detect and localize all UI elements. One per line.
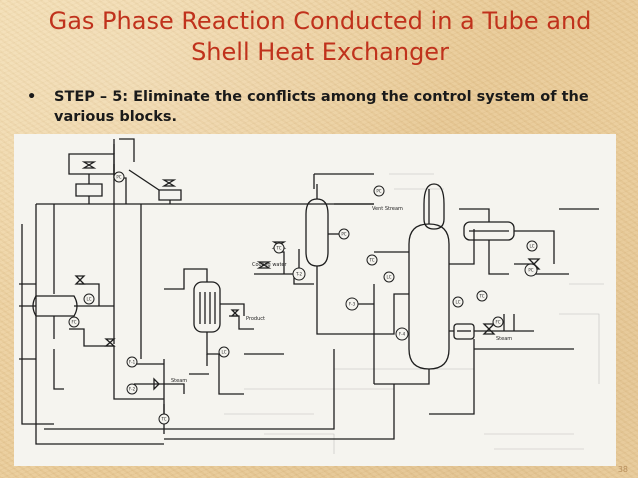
ctl-lc-left: LC	[86, 297, 91, 302]
ctl-f4: F-4	[399, 332, 406, 337]
left-vessel	[19, 275, 116, 390]
controller-labels: PC PC LC FC F-1 F-2 TC LC TC T-2 PC TC L…	[71, 175, 534, 422]
label-vent-stream: Vent Stream	[372, 206, 403, 212]
controller-pc-tower	[373, 185, 385, 197]
ctl-t2: T-2	[295, 272, 303, 277]
controller-pc-mid	[338, 228, 350, 240]
faint-background-lines	[224, 173, 604, 454]
reactor-column	[305, 173, 374, 335]
ctl-tc-right: TC	[478, 294, 484, 299]
ctl-lc-mid: LC	[221, 350, 226, 355]
ctl-f1: F-1	[129, 360, 136, 365]
controller-f2	[126, 383, 138, 395]
label-product: Product	[246, 316, 265, 322]
top-left-valves	[68, 138, 182, 204]
ctl-pc-right: PC	[528, 268, 533, 273]
controller-pc-top	[113, 171, 125, 183]
page-number: 38	[617, 465, 628, 474]
heat-exchanger	[164, 268, 254, 366]
controller-tc-mid	[273, 242, 285, 254]
ctl-pc-top: PC	[116, 175, 121, 180]
controller-lc-right	[526, 240, 538, 252]
controller-lc-bottom	[452, 296, 464, 308]
reboiler	[429, 314, 574, 415]
ctl-lc-right: LC	[529, 244, 534, 249]
ctl-f2: F-2	[129, 387, 136, 392]
bullet-text: STEP – 5: Eliminate the conflicts among …	[54, 89, 589, 125]
controller-lc-left	[83, 293, 95, 305]
controller-fc-right	[492, 316, 504, 328]
condenser	[459, 208, 599, 275]
controller-fc-left	[68, 316, 80, 328]
diagram-svg: PC PC LC FC F-1 F-2 TC LC TC T-2 PC TC L…	[19, 138, 604, 454]
ctl-tc-mid: TC	[275, 246, 281, 251]
bullet-point: • STEP – 5: Eliminate the conflicts amon…	[27, 87, 630, 127]
controller-lc-mid	[218, 346, 230, 358]
left-riser	[21, 139, 209, 434]
ctl-pc-mid: PC	[341, 232, 346, 237]
label-cooling-water: Cooling water	[252, 262, 288, 268]
bullet-marker: •	[27, 89, 37, 105]
ctl-pc-tower: PC	[376, 189, 381, 194]
controller-f1	[126, 356, 138, 368]
label-steam-left: Steam	[171, 378, 187, 384]
controller-f4	[395, 327, 409, 341]
controller-bubbles	[68, 171, 538, 425]
controller-t2	[292, 267, 306, 281]
ctl-fc-right: FC	[495, 320, 500, 325]
bottom-loops	[44, 349, 395, 440]
controller-f3	[345, 297, 359, 311]
controller-pc-right	[524, 263, 538, 277]
controller-tc-tower	[366, 254, 378, 266]
label-steam-right: Steam	[496, 336, 512, 342]
stream-labels: Vent Stream Cooling water Product Steam …	[171, 206, 512, 384]
controller-tc-right	[476, 290, 488, 302]
ctl-fc-left: FC	[71, 320, 76, 325]
controller-lc-tower	[383, 271, 395, 283]
ctl-tc-left: TC	[160, 417, 166, 422]
slide-title: Gas Phase Reaction Conducted in a Tube a…	[48, 7, 592, 66]
ctl-f3: F-3	[349, 302, 356, 307]
process-flow-diagram: PC PC LC FC F-1 F-2 TC LC TC T-2 PC TC L…	[14, 134, 616, 466]
ctl-lc-tower: LC	[386, 275, 391, 280]
controller-tc-left	[158, 413, 170, 425]
ctl-tc-tower: TC	[368, 258, 374, 263]
distillation-tower	[354, 183, 475, 385]
ctl-lc-bottom: LC	[455, 300, 460, 305]
